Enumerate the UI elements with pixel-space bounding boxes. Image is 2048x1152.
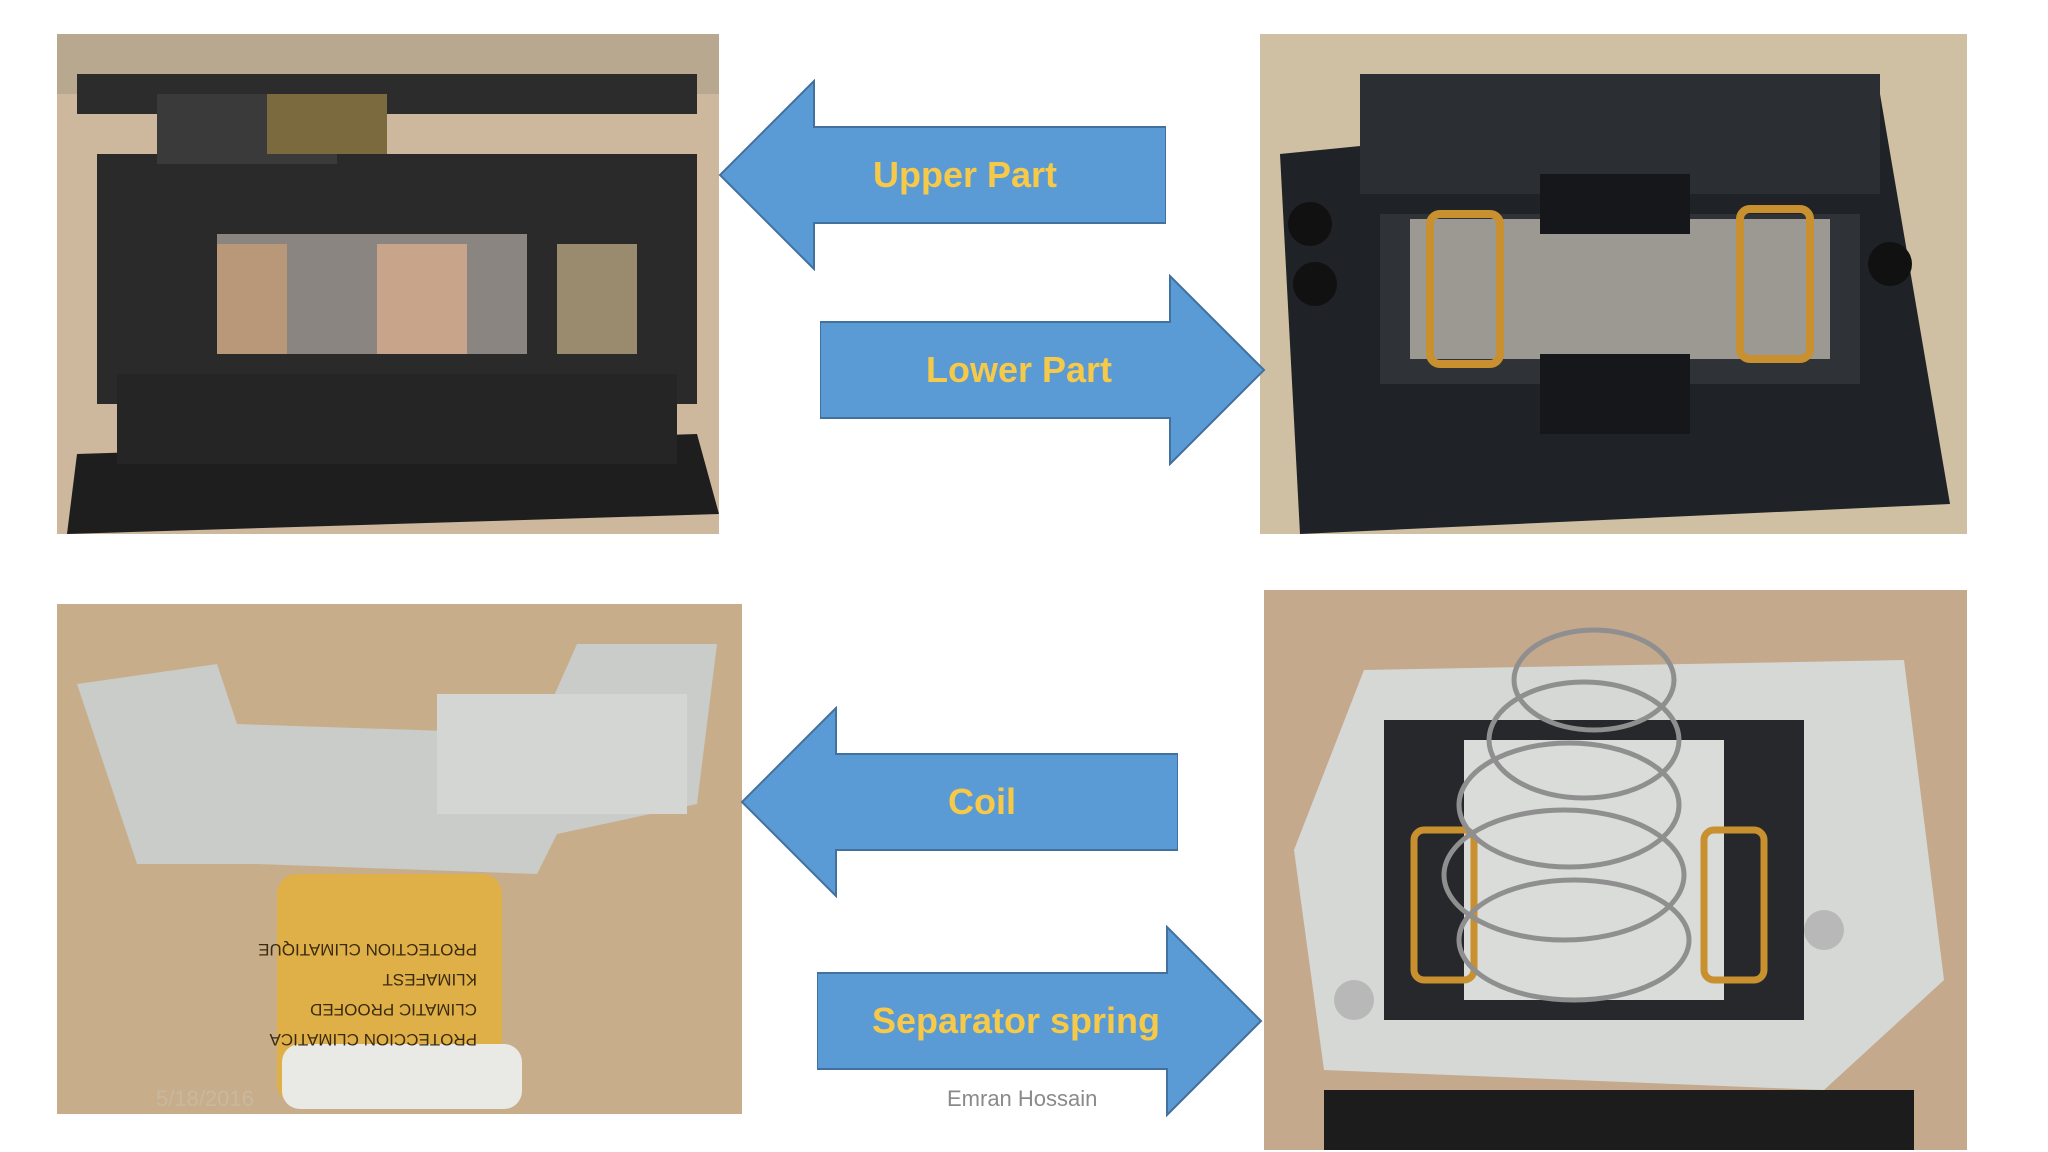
label-separator-spring: Separator spring: [871, 1000, 1161, 1041]
arrow-separator-spring: Separator spring: [817, 925, 1263, 1117]
label-upper-part: Upper Part: [872, 154, 1058, 195]
label-coil: Coil: [948, 781, 1016, 822]
photo-separator-spring: [1264, 590, 1967, 1150]
coil-print-text: PROTECCION CLIMATICA CLIMATIC PROOFED KL…: [258, 940, 477, 1049]
photo-coil: PROTECCION CLIMATICA CLIMATIC PROOFED KL…: [57, 604, 742, 1114]
svg-text:KLIMAFEST: KLIMAFEST: [383, 970, 477, 989]
arrow-coil: Coil: [740, 706, 1178, 898]
arrow-lower-part: Lower Part: [820, 274, 1266, 466]
svg-text:PROTECCION CLIMATICA: PROTECCION CLIMATICA: [269, 1030, 477, 1049]
label-lower-part: Lower Part: [925, 349, 1113, 390]
svg-text:CLIMATIC PROOFED: CLIMATIC PROOFED: [310, 1000, 477, 1019]
photo-lower-part: [1260, 34, 1967, 534]
photo-upper-part: [57, 34, 719, 534]
slide-date: 5/18/2016: [156, 1086, 254, 1111]
slide-author: Emran Hossain: [947, 1086, 1098, 1111]
svg-text:PROTECTION CLIMATIQUE: PROTECTION CLIMATIQUE: [258, 940, 477, 959]
arrow-upper-part: Upper Part: [718, 79, 1166, 271]
